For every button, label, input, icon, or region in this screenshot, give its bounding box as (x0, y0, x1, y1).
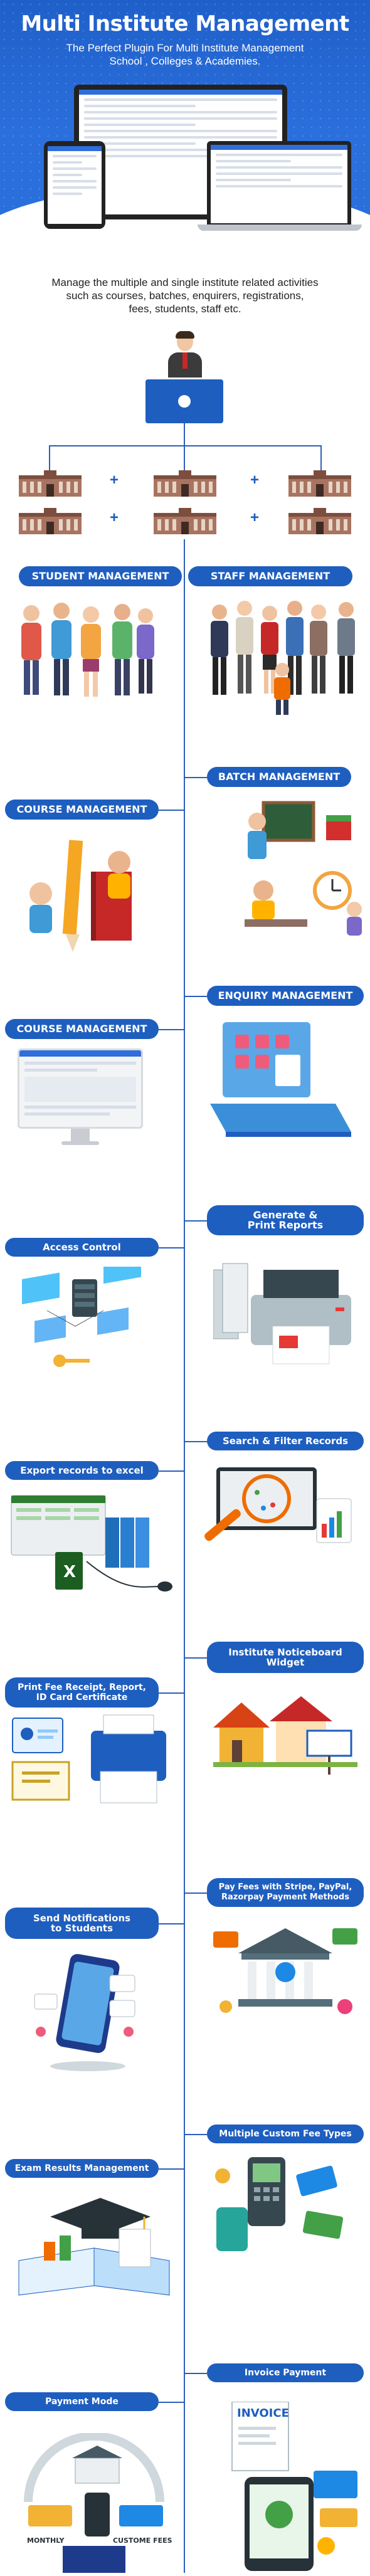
admin-person-illustration (163, 331, 207, 383)
connector (159, 1029, 184, 1030)
feature-multiple-fee-types: Multiple Custom Fee Types (207, 2125, 364, 2143)
invoice-payment-illustration: INVOICE (226, 2401, 364, 2571)
intro-line-3: fees, students, staff etc. (129, 303, 241, 315)
noticeboard-illustration (213, 1693, 357, 1778)
feature-send-notifications-line-2: to Students (50, 1923, 114, 1934)
feature-enquiry-management: ENQUIRY MANAGEMENT (207, 986, 364, 1006)
feature-access-control: Access Control (5, 1238, 159, 1257)
page-title: Multi Institute Management (21, 11, 349, 36)
connector (185, 1441, 207, 1442)
staff-group-illustration (207, 594, 364, 717)
connector (159, 1923, 184, 1924)
connector (159, 1470, 184, 1472)
feature-pay-fees-line-2: Razorpay Payment Methods (221, 1892, 349, 1902)
connector (185, 1220, 207, 1222)
feature-invoice-payment: Invoice Payment (207, 2363, 364, 2382)
hero-subtitle-line-2: School , Colleges & Academies. (109, 55, 261, 67)
feature-exam-results-management: Exam Results Management (5, 2159, 159, 2178)
connector (185, 777, 207, 778)
payment-mode-illustration: MONTHLY CUSTOME FEES (9, 2432, 176, 2573)
svg-text:X: X (63, 1563, 76, 1581)
feature-payment-mode: Payment Mode (5, 2392, 159, 2411)
feature-search-filter-records: Search & Filter Records (207, 1432, 364, 1450)
connector (159, 1247, 184, 1248)
plus-icon: + (250, 509, 259, 526)
enquiry-laptop-illustration (210, 1016, 351, 1141)
feature-generate-print-reports: Generate & Print Reports (207, 1205, 364, 1235)
feature-pay-fees: Pay Fees with Stripe, PayPal, Razorpay P… (207, 1878, 364, 1907)
feature-course-management-1: COURSE MANAGEMENT (5, 800, 159, 820)
feature-noticeboard-widget-line-1: Institute Noticeboard (228, 1647, 342, 1658)
custome-fees-label: CUSTOME FEES (113, 2536, 172, 2545)
connector (185, 2134, 207, 2135)
institute-building-icon (19, 469, 82, 497)
search-filter-illustration (198, 1461, 361, 1561)
feature-print-fee-receipt: Print Fee Receipt, Report, ID Card Certi… (5, 1677, 159, 1708)
institute-building-icon (288, 469, 351, 497)
intro-line-2: such as courses, batches, enquirers, reg… (66, 290, 304, 302)
feature-student-management: STUDENT MANAGEMENT (19, 566, 182, 586)
connector (159, 2168, 184, 2170)
hero-banner: Multi Institute Management The Perfect P… (0, 0, 370, 238)
institute-building-icon (288, 507, 351, 534)
pay-fees-illustration (207, 1919, 364, 2029)
institute-building-icon (19, 507, 82, 534)
hero-subtitle-line-1: The Perfect Plugin For Multi Institute M… (66, 42, 304, 54)
batch-kids-illustration (232, 796, 364, 941)
feature-batch-management: BATCH MANAGEMENT (207, 767, 351, 787)
connector (185, 1657, 207, 1659)
tree-drop-left (49, 445, 50, 470)
feature-send-notifications: Send Notifications to Students (5, 1908, 159, 1939)
notifications-phone-illustration (22, 1950, 147, 2076)
invoice-label: INVOICE (237, 2407, 289, 2420)
feature-course-management-2: COURSE MANAGEMENT (5, 1019, 159, 1039)
feature-send-notifications-line-1: Send Notifications (33, 1913, 131, 1924)
exam-results-illustration (6, 2192, 179, 2298)
laptop-mockup (207, 141, 351, 226)
institute-building-icon (154, 469, 216, 497)
tree-stem (184, 423, 185, 445)
connector (185, 2373, 207, 2374)
feature-export-records: Export records to excel (5, 1461, 159, 1480)
connector (185, 1892, 207, 1894)
printer-reports-illustration (213, 1251, 357, 1367)
intro-text: Manage the multiple and single institute… (25, 276, 345, 315)
connector (159, 2402, 184, 2403)
intro-line-1: Manage the multiple and single institute… (51, 277, 319, 288)
students-group-illustration (13, 594, 157, 704)
connector (159, 1692, 184, 1694)
institute-building-icon (154, 507, 216, 534)
fee-receipt-printer-illustration (9, 1712, 172, 1806)
plus-icon: + (109, 472, 119, 488)
feature-generate-print-reports-line-2: Print Reports (247, 1219, 324, 1231)
feature-pay-fees-line-1: Pay Fees with Stripe, PayPal, (218, 1882, 352, 1892)
desktop-app-mockup (18, 1048, 143, 1149)
feature-print-fee-receipt-line-1: Print Fee Receipt, Report, (18, 1682, 146, 1692)
fee-types-illustration (210, 2151, 357, 2257)
plus-icon: + (109, 509, 119, 526)
tablet-mockup (44, 141, 105, 229)
connector (159, 810, 184, 811)
laptop-base (198, 224, 362, 231)
admin-laptop-icon (145, 379, 223, 423)
plus-icon: + (250, 472, 259, 488)
tree-branch (49, 445, 321, 446)
tree-drop-center (184, 445, 185, 470)
feature-staff-management: STAFF MANAGEMENT (188, 566, 352, 586)
connector (185, 996, 207, 997)
export-excel-illustration: X (5, 1492, 181, 1602)
feature-print-fee-receipt-line-2: ID Card Certificate (36, 1692, 128, 1702)
monthly-label: MONTHLY (27, 2536, 65, 2545)
hero-subtitle: The Perfect Plugin For Multi Institute M… (0, 41, 370, 68)
timeline-line (184, 539, 185, 2573)
tree-drop-right (320, 445, 322, 470)
course-kids-illustration (16, 834, 154, 959)
feature-generate-print-reports-line-1: Generate & (253, 1209, 318, 1221)
access-control-illustration (22, 1252, 147, 1376)
feature-noticeboard-widget: Institute Noticeboard Widget (207, 1642, 364, 1673)
feature-noticeboard-widget-line-2: Widget (266, 1657, 305, 1668)
